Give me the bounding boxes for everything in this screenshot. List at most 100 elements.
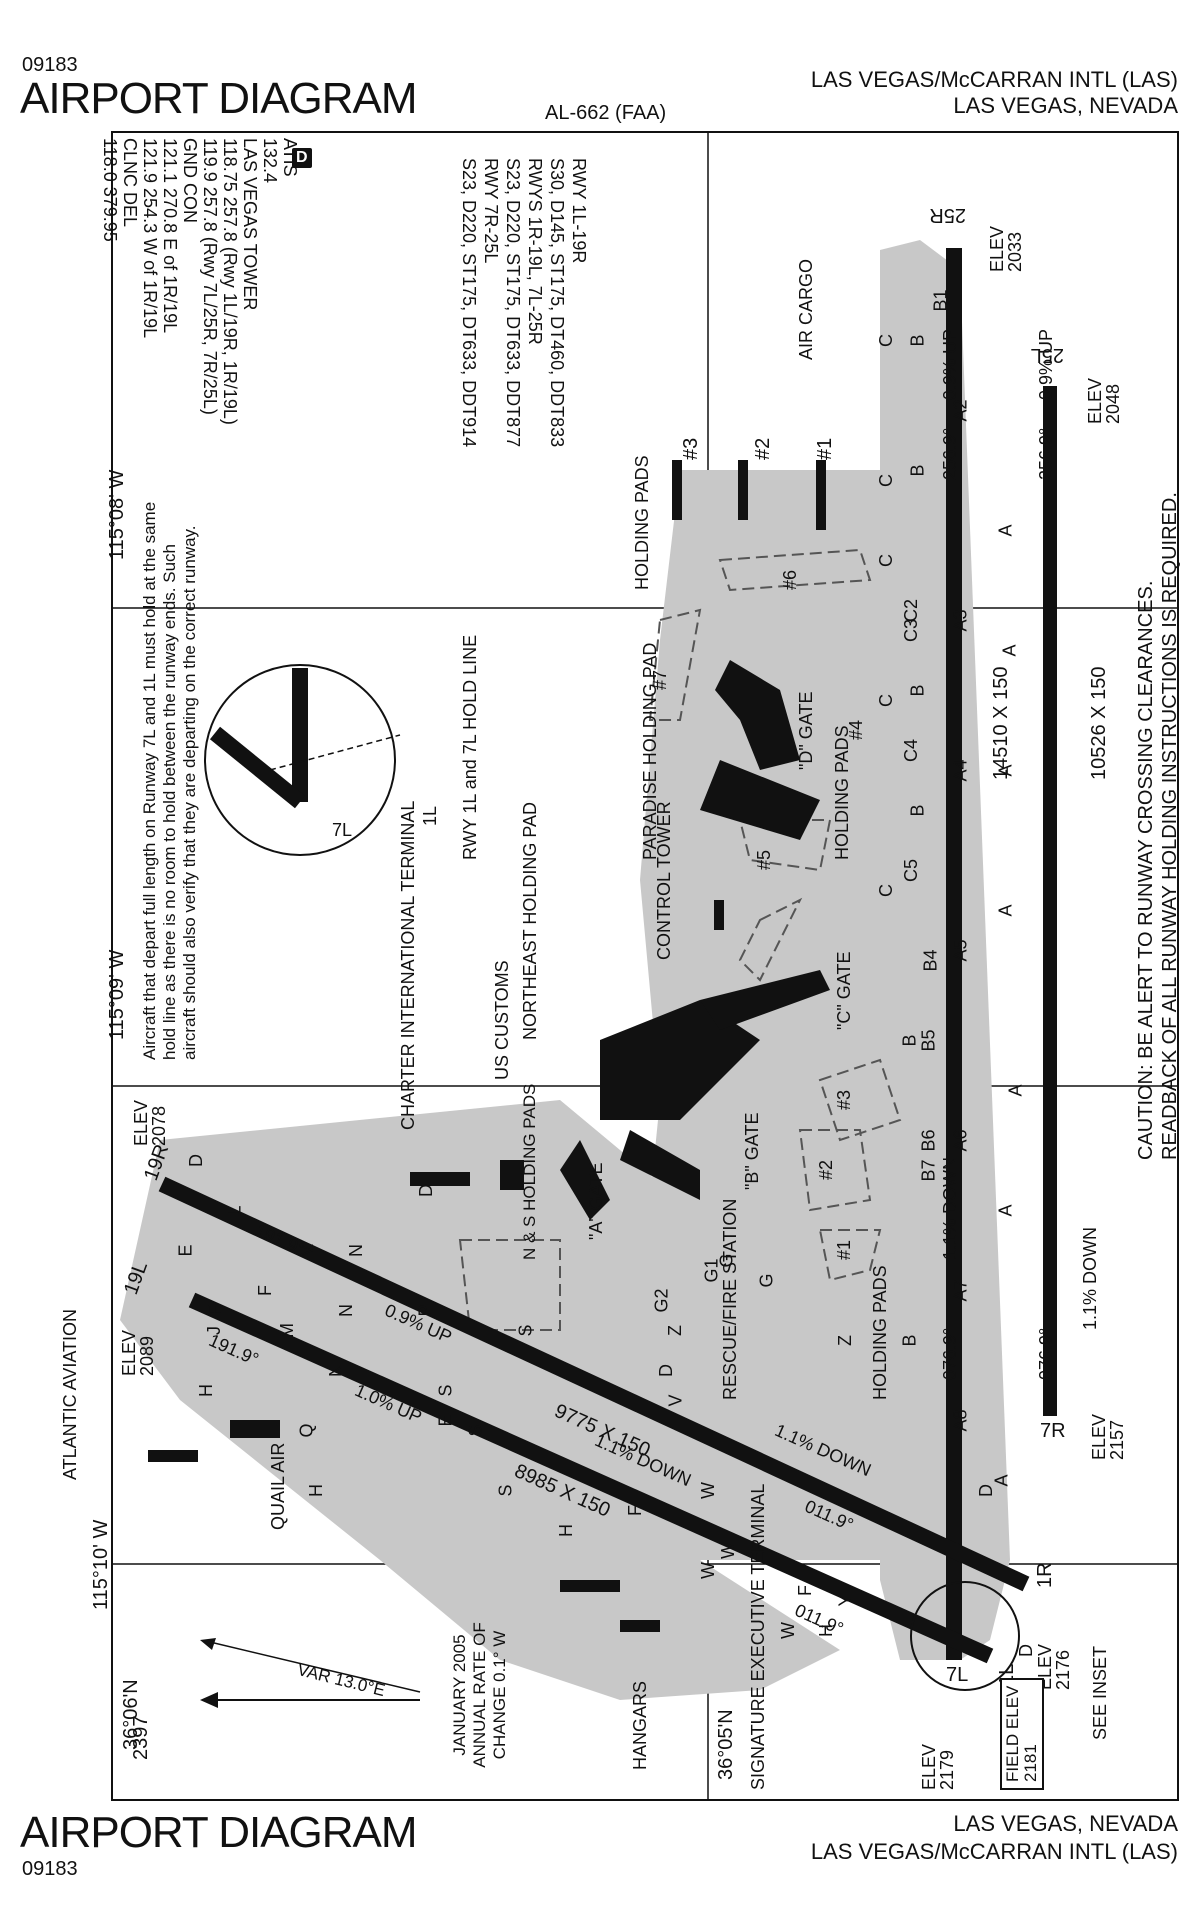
annual-change-text: JANUARY 2005 ANNUAL RATE OF CHANGE 0.1° … <box>450 1622 509 1768</box>
taxiway-label: Y <box>835 1594 856 1607</box>
taxiway-label: Q <box>296 1423 317 1438</box>
taxiway-label: H <box>556 1524 576 1537</box>
pad-3-label: #3 <box>834 1089 854 1110</box>
elev-2078-label: ELEV <box>131 1099 151 1146</box>
grad-09up-b: 0.9% UP <box>1036 328 1056 400</box>
charter-terminal-building <box>410 1172 470 1186</box>
taxiway-label: N <box>326 1364 346 1377</box>
taxiway-label: A6 <box>950 1129 971 1152</box>
procedure-id: 09183 <box>22 54 78 76</box>
elev-2033-label: ELEV <box>987 225 1007 272</box>
magnetic-north-arrowhead <box>200 1692 218 1708</box>
taxiway-label: G2 <box>651 1288 672 1313</box>
pad-7-label: #7 <box>650 669 670 690</box>
lon-label-1: 115°08' W <box>106 469 128 560</box>
taxiway-label: A <box>1005 1084 1026 1097</box>
taxiway-label: D <box>416 1184 436 1197</box>
taxiway-label: Z <box>665 1325 685 1336</box>
elev-2048-label: ELEV <box>1085 377 1105 424</box>
true-north-arrowhead <box>200 1638 216 1650</box>
inset-1l-label: 1L <box>420 805 440 826</box>
taxiway-label: A8 <box>950 1409 971 1432</box>
cargo-building-2 <box>738 460 748 520</box>
northeast-holding-pad-label: NORTHEAST HOLDING PAD <box>520 801 540 1040</box>
city-state: LAS VEGAS, NEVADA <box>953 93 1178 118</box>
frequency-block: ATIS 132.4 LAS VEGAS TOWER 118.75 257.8 … <box>100 138 300 425</box>
rwy-1l-19r-strength: S30, D145, ST175, DT460, DDT833 <box>547 158 567 448</box>
paradise-holding-pad-outline <box>738 897 803 982</box>
taxiway-label: B <box>907 684 928 697</box>
see-inset-label: SEE INSET <box>1090 1645 1110 1740</box>
taxiway-label: B5 <box>918 1029 939 1052</box>
chart-number: AL-662 (FAA) <box>545 102 667 124</box>
caution-line-1: CAUTION: BE ALERT TO RUNWAY CROSSING CLE… <box>1135 580 1157 1160</box>
taxiway-label: A5 <box>950 939 971 962</box>
elev-2157-label: ELEV <box>1089 1413 1109 1460</box>
rwy-1l-19r-label: RWY 1L-19R <box>569 158 589 264</box>
taxiway-label: A <box>995 904 1016 917</box>
d-gate-concourse <box>715 660 800 770</box>
taxiway-label: A4 <box>950 759 971 782</box>
tower-line-1: 118.75 257.8 (Rwy 1L/19R, 1R/19L) <box>220 138 240 425</box>
runway-1l-19r <box>158 1176 1030 1592</box>
spot-elevation-2397: 2397 <box>130 1715 152 1761</box>
taxiway-label: E <box>175 1244 196 1257</box>
atlantic-building <box>230 1420 280 1438</box>
elev-2089-value: 2089 <box>137 1335 157 1376</box>
taxiway-label: B6 <box>918 1129 939 1152</box>
c-gate-concourse <box>700 970 830 1030</box>
holding-pad-6-outline <box>718 548 872 592</box>
taxiway-label: E <box>435 1414 456 1427</box>
heading-076-a: 076.9° <box>940 1327 960 1380</box>
field-elev-label: FIELD ELEV <box>1003 1685 1022 1782</box>
taxiway-label: A <box>995 524 1016 537</box>
ns-holding-pads-outline <box>458 1239 561 1331</box>
clnc-label: CLNC DEL <box>120 138 140 228</box>
taxiway-label: C <box>876 884 896 897</box>
taxiway-label: B <box>899 1334 920 1347</box>
true-north-arrow <box>209 1641 421 1693</box>
taxiway-label: A <box>995 764 1016 777</box>
hold-note-text: Aircraft that depart full length on Runw… <box>140 501 199 1060</box>
taxiway-label: F <box>255 1285 275 1296</box>
rwys-1r-7l-label: RWYS 1R-19L, 7L-25R <box>525 158 545 345</box>
airport-name: LAS VEGAS/McCARRAN INTL (LAS) <box>810 67 1178 92</box>
hold-note: Aircraft that depart full length on Runw… <box>140 500 200 1060</box>
taxiway-label: S <box>515 1324 536 1337</box>
elev-2179-label: ELEV <box>919 1743 939 1790</box>
clnc-line: 118.0 379.95 <box>100 138 120 242</box>
holding-pads-label-north: HOLDING PADS <box>632 455 652 590</box>
elev-2157-value: 2157 <box>1107 1419 1127 1460</box>
taxiway-label: B1 <box>930 289 951 312</box>
taxiway-label: M <box>277 1323 297 1338</box>
gnd-line-2: 121.9 254.3 W of 1R/19L <box>140 138 160 339</box>
taxiway-label: D <box>186 1154 206 1167</box>
taxiway-label: N <box>346 1244 366 1257</box>
pad-1-label: #1 <box>834 1239 854 1260</box>
pad-2-label: #2 <box>816 1159 836 1180</box>
holding-pads-label-east: HOLDING PADS <box>832 725 852 860</box>
b-gate-label: "B" GATE <box>742 1112 762 1190</box>
taxiway-label: N <box>336 1304 356 1317</box>
taxiway-label: A2 <box>950 399 971 422</box>
runway-7r-25l-dimensions: 10526 X 150 <box>1088 666 1110 780</box>
taxiway-label: S <box>435 1384 456 1397</box>
grad-09up-a: 0.9% UP <box>940 328 960 400</box>
taxiway-label: B <box>907 804 928 817</box>
cargo-building-1 <box>816 460 826 530</box>
taxiway-label: C4 <box>901 738 922 763</box>
holding-pad-3-outline <box>818 1058 902 1142</box>
cargo-1-label: #1 <box>814 437 836 460</box>
heading-256-a: 256.9° <box>940 427 960 480</box>
d-gate-wing <box>700 760 820 840</box>
grad-11down-a: 1.1% DOWN <box>940 1156 960 1260</box>
taxiway-label: D <box>976 1484 996 1497</box>
taxiway-label: S <box>495 1484 516 1497</box>
runway-25r-label: 25R <box>929 204 966 226</box>
elev-2048-value: 2048 <box>1103 383 1123 424</box>
taxiway-label: J <box>204 1326 224 1335</box>
